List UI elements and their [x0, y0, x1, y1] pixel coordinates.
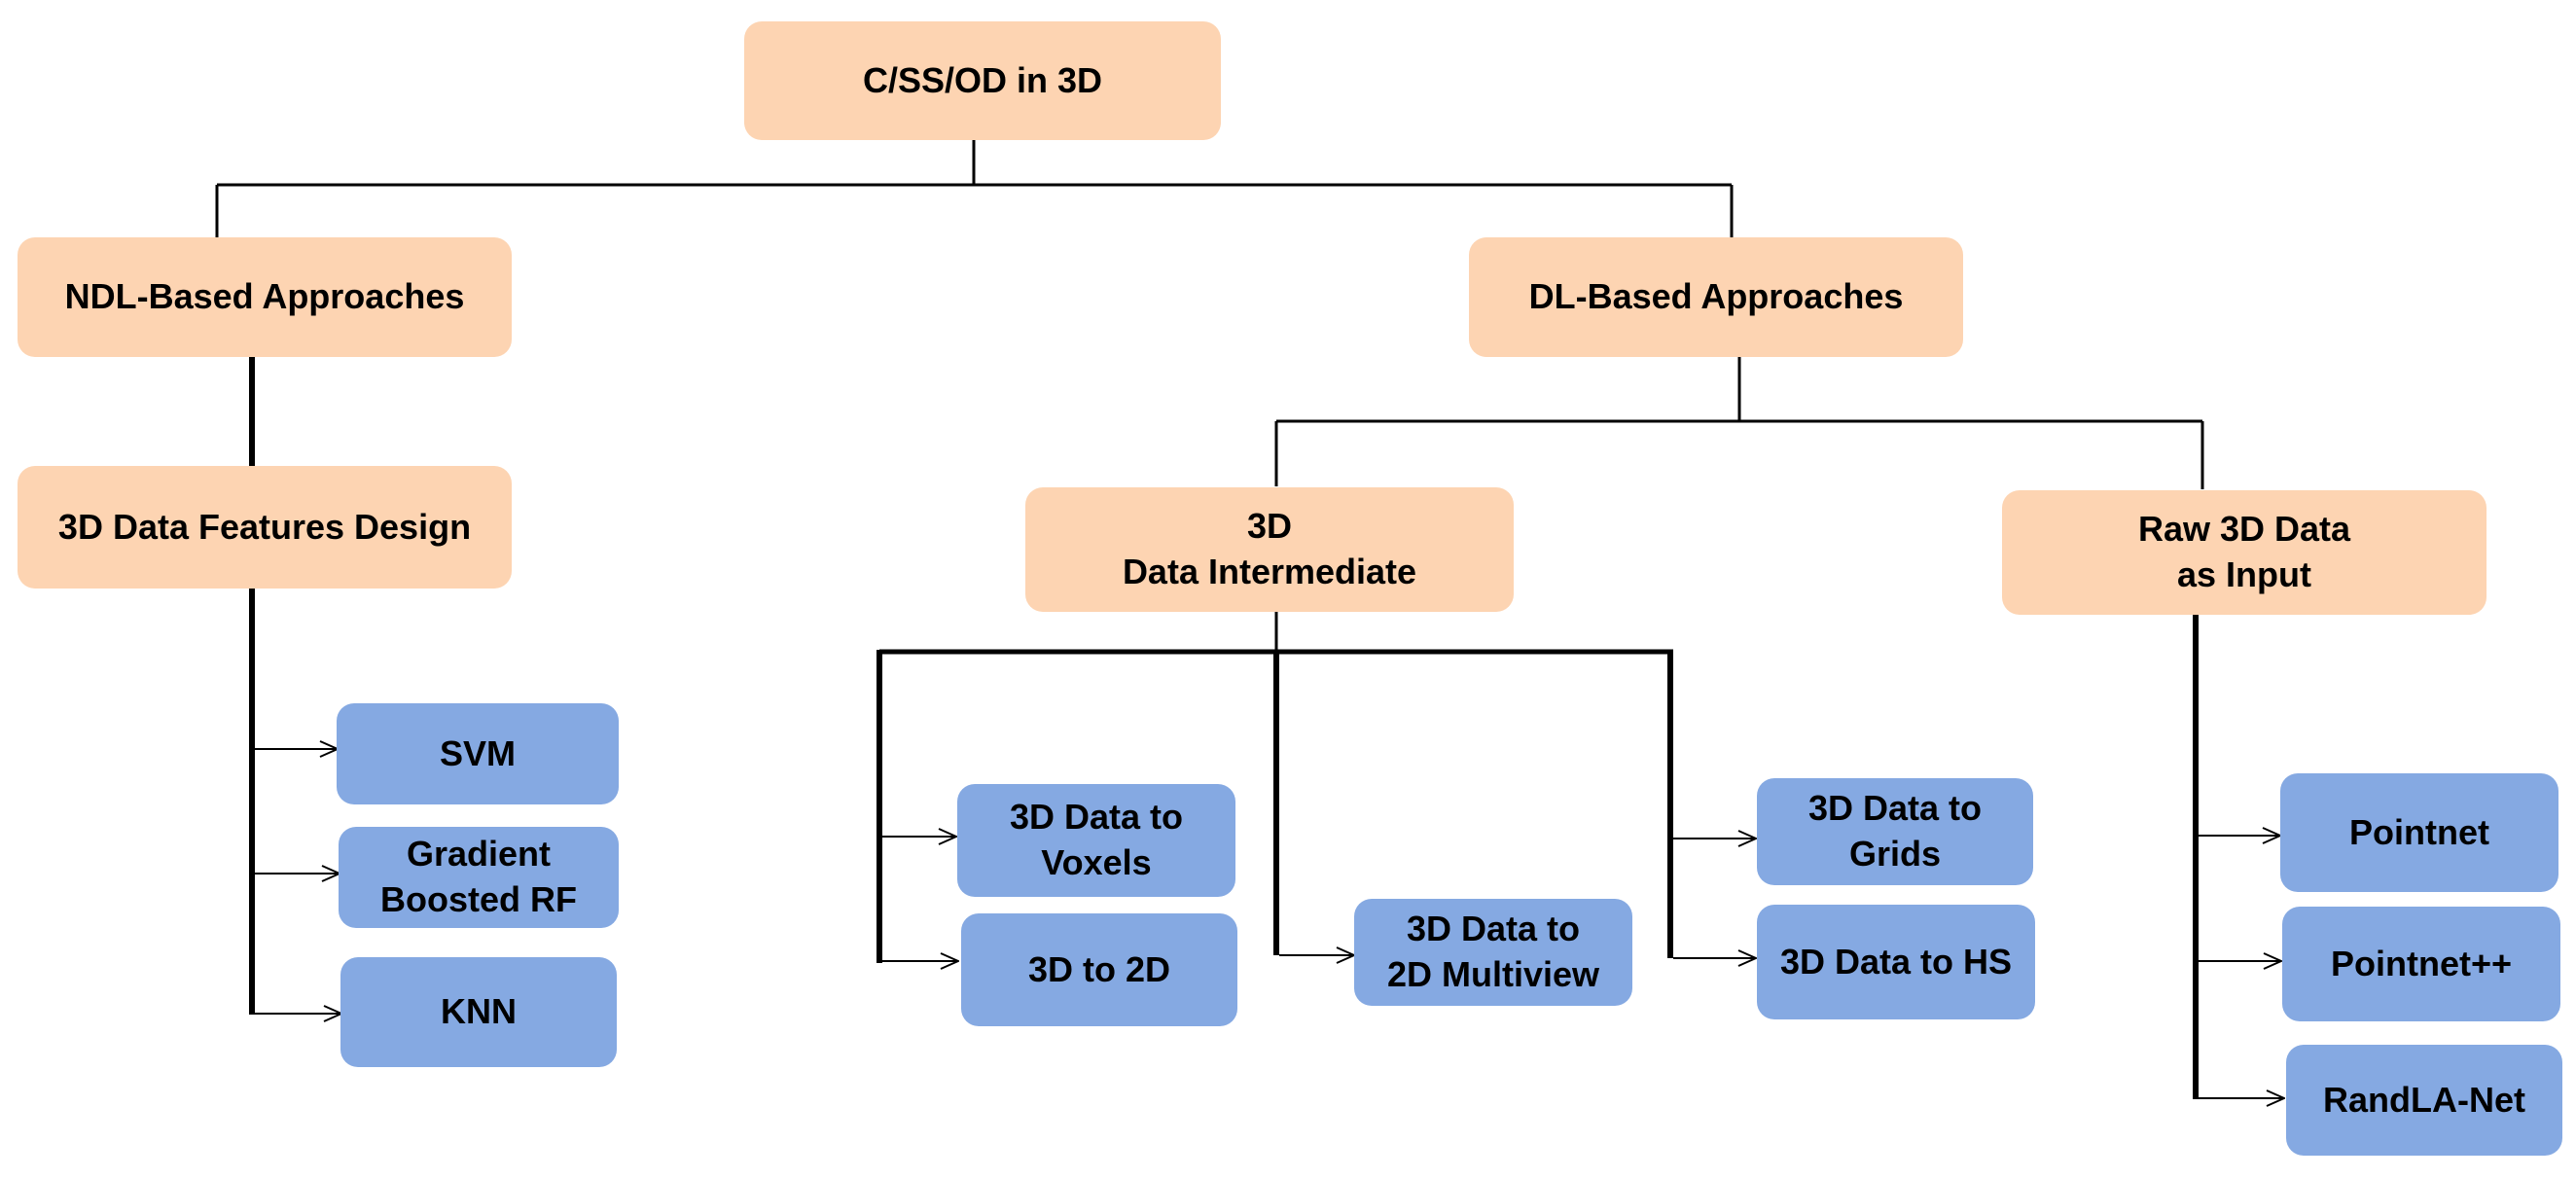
grids-node: 3D Data to Grids	[1757, 778, 2033, 885]
voxels-node: 3D Data to Voxels	[957, 784, 1235, 897]
multiview-label: 3D Data to 2D Multiview	[1386, 909, 1600, 994]
randla-label: RandLA-Net	[2323, 1079, 2525, 1120]
gbrf-label: Gradient Boosted RF	[380, 834, 577, 919]
features-design-node: 3D Data Features Design	[18, 466, 512, 589]
root-node: C/SS/OD in 3D	[744, 21, 1221, 140]
voxels-label: 3D Data to Voxels	[1009, 797, 1184, 882]
pointnet-node: Pointnet	[2280, 773, 2558, 892]
ndl-approaches-node: NDL-Based Approaches	[18, 237, 512, 357]
3d-to-2d-node: 3D to 2D	[961, 913, 1237, 1026]
root-label: C/SS/OD in 3D	[862, 59, 1103, 100]
pointnetpp-label: Pointnet++	[2330, 943, 2513, 983]
intermediate-label: 3D Data Intermediate	[1122, 506, 1417, 591]
2d-multiview-node: 3D Data to 2D Multiview	[1354, 899, 1632, 1006]
knn-node: KNN	[340, 957, 617, 1067]
svm-node: SVM	[337, 703, 619, 804]
raw-data-input-node: Raw 3D Data as Input	[2002, 490, 2487, 615]
knn-label: KNN	[441, 991, 517, 1032]
pointnet-label: Pointnet	[2349, 811, 2489, 852]
features-label: 3D Data Features Design	[57, 506, 472, 547]
randla-net-node: RandLA-Net	[2286, 1045, 2562, 1156]
data-intermediate-node: 3D Data Intermediate	[1025, 487, 1514, 612]
raw-label: Raw 3D Data as Input	[2137, 509, 2351, 594]
to2d-label: 3D to 2D	[1027, 948, 1171, 989]
ndl-label: NDL-Based Approaches	[64, 276, 465, 317]
svm-label: SVM	[439, 732, 516, 773]
dl-label: DL-Based Approaches	[1528, 276, 1904, 317]
hs-node: 3D Data to HS	[1757, 905, 2035, 1019]
pointnetpp-node: Pointnet++	[2282, 907, 2560, 1021]
dl-approaches-node: DL-Based Approaches	[1469, 237, 1963, 357]
gradient-boosted-rf-node: Gradient Boosted RF	[339, 827, 619, 928]
hs-label: 3D Data to HS	[1779, 941, 2013, 982]
grids-label: 3D Data to Grids	[1807, 788, 1983, 874]
